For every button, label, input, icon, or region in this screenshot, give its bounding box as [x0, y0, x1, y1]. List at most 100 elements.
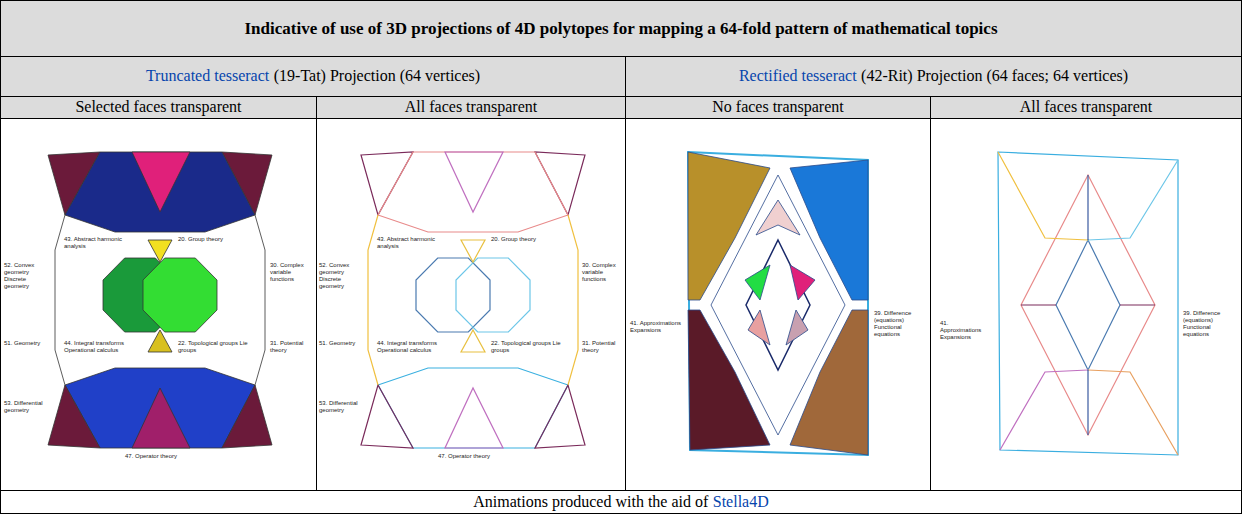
figure-polygon [1021, 175, 1155, 435]
figure-polygon [445, 152, 503, 212]
figure-line [0, 96, 1242, 97]
subheader-cell-text: No faces transparent [712, 98, 844, 116]
topic-label: 53. Differential geometry [319, 400, 365, 414]
figure-polygon [148, 330, 172, 352]
figure-polygon [132, 152, 190, 212]
header-cell-text: Rectified tesseract(42-Rit) Projection (… [739, 67, 1128, 85]
figure-g [361, 152, 585, 448]
topic-label: 43. Abstract harmonic analysis [64, 236, 144, 250]
table-title: Indicative of use of 3D projections of 4… [245, 19, 998, 38]
topic-label: 22. Topological groups Lie groups [491, 340, 571, 354]
subheader-cell: Selected faces transparent [1, 97, 316, 118]
figure-polygon [748, 310, 770, 345]
figure-line [1087, 370, 1088, 435]
topic-label: 22. Topological groups Lie groups [178, 340, 258, 354]
figure-line [1120, 304, 1155, 305]
figure-polygon [786, 310, 808, 345]
figure-line [0, 0, 1242, 1]
figure-polygon [688, 152, 868, 455]
subheader-cell: All faces transparent [317, 97, 625, 118]
figure-polygon [378, 152, 568, 232]
figure-line [1087, 175, 1088, 240]
header-cell: Truncated tesseract (19-Tat) Projection (… [1, 57, 625, 96]
figure-polygon [998, 152, 1178, 455]
figure-line [0, 56, 1242, 57]
topic-label: 53. Differential geometry [4, 400, 54, 414]
figure-polygon [361, 385, 413, 448]
header-text: (19-Tat) Projection (64 vertices) [274, 67, 480, 84]
topic-label: 52. Convex geometry Discrete geometry [319, 262, 361, 290]
header-cell: Rectified tesseract(42-Rit) Projection (… [626, 57, 1241, 96]
subheader-text: All faces transparent [405, 98, 537, 115]
figure-polygon [65, 152, 255, 232]
subheader-text: Selected faces transparent [75, 98, 241, 115]
subheader-cell: All faces transparent [931, 97, 1241, 118]
topic-label: 51. Geometry [319, 340, 361, 347]
figure-polygon [445, 388, 503, 448]
topic-label: 51. Geometry [4, 340, 50, 347]
subheader-cell-text: All faces transparent [405, 98, 537, 116]
topic-label: 30. Complex variable functions [582, 262, 622, 283]
figure-line [0, 490, 1242, 491]
header-text: (42-Rit) Projection (64 faces; 64 vertic… [861, 67, 1128, 84]
figure-line [1021, 304, 1056, 305]
link-text: Truncated tesseract [146, 67, 269, 84]
topic-label: 47. Operator theory [438, 453, 508, 460]
title-cell: Indicative of use of 3D projections of 4… [1, 1, 1241, 56]
caption-cell-text: Animations produced with the aid of Stell… [473, 493, 769, 511]
figure-polyline [1000, 370, 1088, 450]
figure-polygon [1056, 240, 1120, 370]
link-text: Stella4D [713, 493, 769, 510]
topic-label: 39. Difference (equations) Functional eq… [874, 310, 926, 338]
figure-line [625, 57, 626, 491]
subheader-cell-text: All faces transparent [1020, 98, 1152, 116]
topic-label: 41. Approximations Expansions [630, 320, 682, 334]
topic-label: 31. Potential theory [270, 340, 314, 354]
figure-line [0, 513, 1242, 514]
figure-polygon [143, 258, 217, 332]
figure-polygon [711, 175, 845, 435]
subheader-text: No faces transparent [712, 98, 844, 115]
figure-polygon [48, 385, 100, 448]
topic-label: 31. Potential theory [582, 340, 622, 354]
figure-polyline [998, 152, 1088, 240]
figure-line [1241, 0, 1242, 514]
figure-line [0, 0, 1, 514]
figure-polygon [756, 200, 800, 235]
subheader-cell: No faces transparent [626, 97, 930, 118]
figure-polygon [222, 385, 272, 448]
figure-polygon [361, 152, 413, 215]
caption-cell: Animations produced with the aid of Stell… [1, 491, 1241, 513]
title-cell-text: Indicative of use of 3D projections of 4… [245, 19, 998, 39]
figure-rect [0, 0, 1242, 118]
figure-g [998, 152, 1178, 455]
link-text: Rectified tesseract [739, 67, 857, 84]
figure-polygon [461, 240, 485, 262]
figure-polygon [745, 265, 770, 300]
figure-polygon [416, 258, 490, 332]
figure-polygon [746, 240, 810, 370]
figure-line [930, 97, 931, 491]
topic-label: 41. Approximations Expansions [940, 320, 990, 341]
topic-label: 43. Abstract harmonic analysis [377, 236, 457, 250]
topic-label: 30. Complex variable functions [270, 262, 314, 283]
figure-polygon [535, 385, 585, 448]
figure-line [0, 118, 1242, 119]
topic-label: 44. Integral transforms Operational calc… [377, 340, 457, 354]
figure-line [316, 97, 317, 491]
topic-label: 44. Integral transforms Operational calc… [64, 340, 144, 354]
figure-polyline [1088, 370, 1178, 455]
figure-polygon [535, 152, 585, 215]
subheader-cell-text: Selected faces transparent [75, 98, 241, 116]
caption-text: Animations produced with the aid of [473, 493, 708, 510]
subheader-text: All faces transparent [1020, 98, 1152, 115]
figure-g [688, 152, 868, 455]
header-cell-text: Truncated tesseract (19-Tat) Projection (… [146, 67, 480, 85]
topic-label: 52. Convex geometry Discrete geometry [4, 262, 50, 290]
figure-polyline [1088, 160, 1178, 240]
topic-label: 47. Operator theory [125, 453, 195, 460]
figure-polygon [456, 258, 530, 332]
topic-label: 20. Group theory [491, 236, 571, 243]
figure-polygon [132, 388, 190, 448]
